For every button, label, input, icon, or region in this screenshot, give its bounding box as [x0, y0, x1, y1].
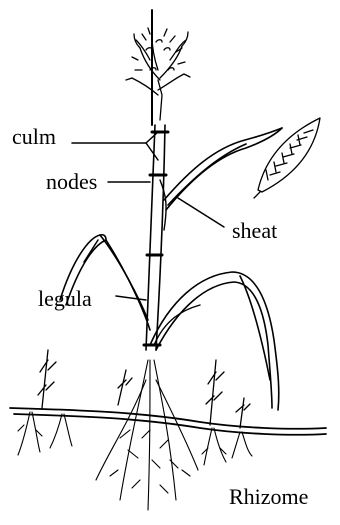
label-sheat: sheat — [232, 220, 277, 242]
left-leaf — [60, 235, 150, 330]
culm-stem — [144, 125, 168, 350]
label-legula: legula — [38, 288, 92, 310]
pointer-lines — [72, 132, 224, 300]
spikelet-detail — [254, 118, 320, 198]
right-arching-leaf — [150, 272, 279, 410]
label-culm: culm — [12, 126, 56, 148]
label-rhizome: Rhizome — [229, 486, 308, 508]
label-nodes: nodes — [46, 171, 97, 193]
panicle — [126, 10, 190, 125]
upper-leaf — [164, 128, 282, 210]
